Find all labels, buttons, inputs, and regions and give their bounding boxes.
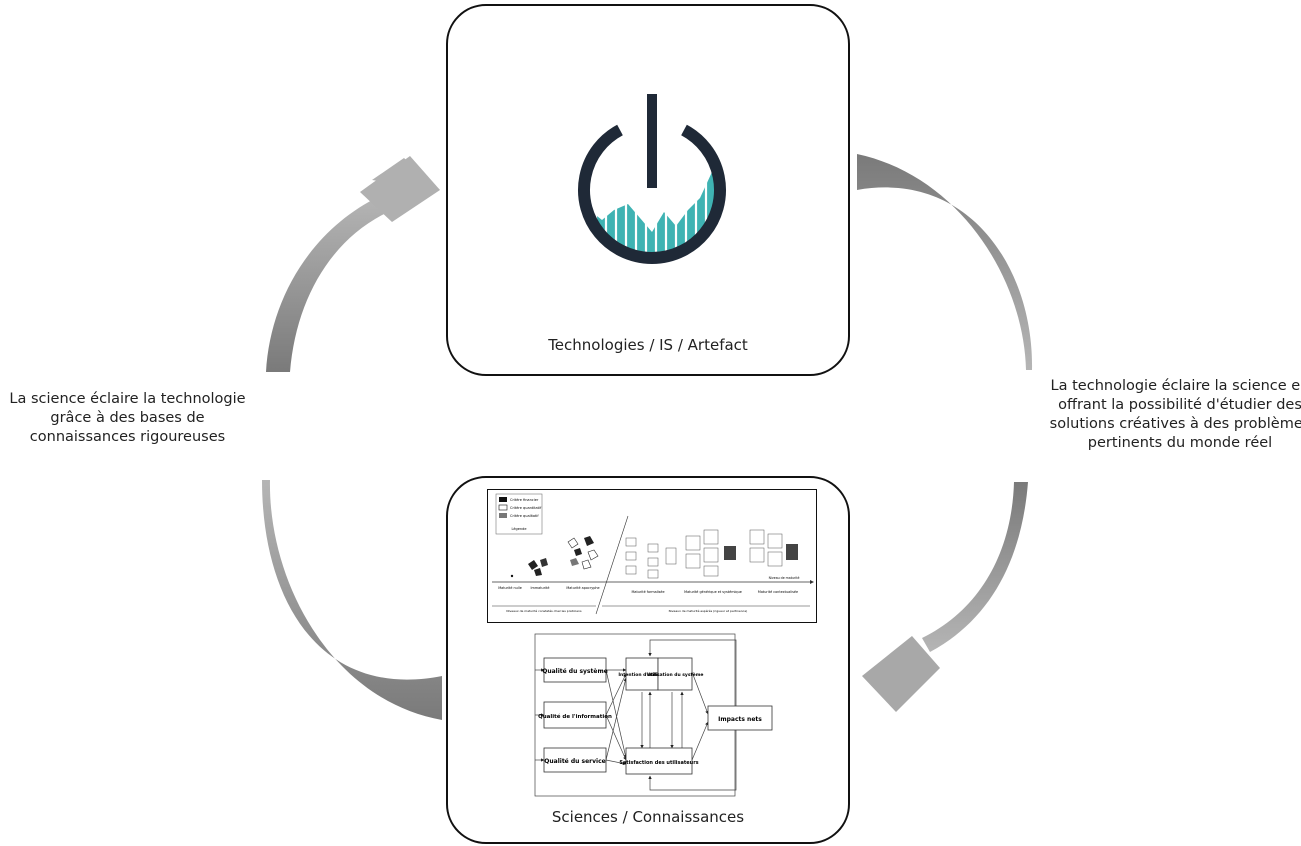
box-user-satisfaction: Satisfaction des utilisateurs: [619, 747, 699, 775]
box-service-quality: Qualité du service: [543, 747, 607, 773]
contextualized-shapes: [749, 529, 798, 567]
formalized-shapes: [625, 537, 677, 579]
generic-systemic-shapes: [685, 529, 736, 577]
left-edge-text: La science éclaire la technologie grâce …: [9, 391, 246, 445]
maturity-chart: Critère financier Critère quantitatif Cr…: [492, 493, 814, 615]
technologies-label: Technologies / IS / Artefact: [548, 336, 748, 354]
stage-6-label: Maturité contextualisée: [758, 590, 798, 594]
apocryphal-shapes: [567, 536, 599, 570]
legend-item-1: Critère financier: [510, 498, 539, 502]
box-net-impacts: Impacts nets: [707, 705, 773, 731]
box-system-use: Utilisation du système: [647, 657, 704, 691]
stage-1-label: Maturité nulle: [498, 586, 522, 590]
box-system-quality: Qualité du système: [542, 657, 608, 683]
intention-label: Intention d'utiliser: [618, 672, 666, 678]
maturity-figure: Critère financier Critère quantitatif Cr…: [487, 489, 817, 623]
technologies-box: Technologies / IS / Artefact: [446, 4, 850, 376]
sciences-label: Sciences / Connaissances: [551, 808, 745, 826]
legend-title: Légende: [511, 527, 526, 531]
left-arrow: [262, 156, 442, 720]
system-use-label: Utilisation du système: [647, 671, 704, 678]
stage-3-label: Maturité apocryphe: [566, 586, 599, 590]
maturity-axis-label: Niveau de maturité: [769, 576, 800, 580]
user-satisfaction-label: Satisfaction des utilisateurs: [619, 760, 698, 766]
group-1-label: Niveaux de maturité constatés chez les p…: [506, 609, 582, 613]
box-information-quality: Qualité de l'information: [538, 701, 612, 729]
group-2-label: Niveaux de maturité espérés (rigueur et …: [669, 609, 748, 613]
right-arrow: [857, 154, 1033, 712]
power-chart-icon: [578, 94, 726, 264]
immaturity-shapes: [528, 558, 548, 576]
right-edge-text: La technologie éclaire la science en off…: [1049, 378, 1301, 451]
legend-item-2: Critère quantitatif: [510, 506, 542, 510]
information-quality-label: Qualité de l'information: [538, 713, 612, 720]
net-impacts-label: Impacts nets: [718, 716, 762, 723]
system-quality-label: Qualité du système: [542, 668, 608, 675]
stage-5-label: Maturité générique et systémique: [684, 590, 742, 594]
stage-2-label: Immaturité: [531, 586, 550, 590]
legend-item-3: Critère qualitatif: [510, 514, 539, 518]
box-intention-to-use: Intention d'utiliser: [618, 657, 666, 691]
stage-4-label: Maturité formalisée: [631, 590, 664, 594]
is-success-model: Qualité du système Qualité de l'informat…: [534, 633, 773, 797]
service-quality-label: Qualité du service: [544, 758, 605, 765]
